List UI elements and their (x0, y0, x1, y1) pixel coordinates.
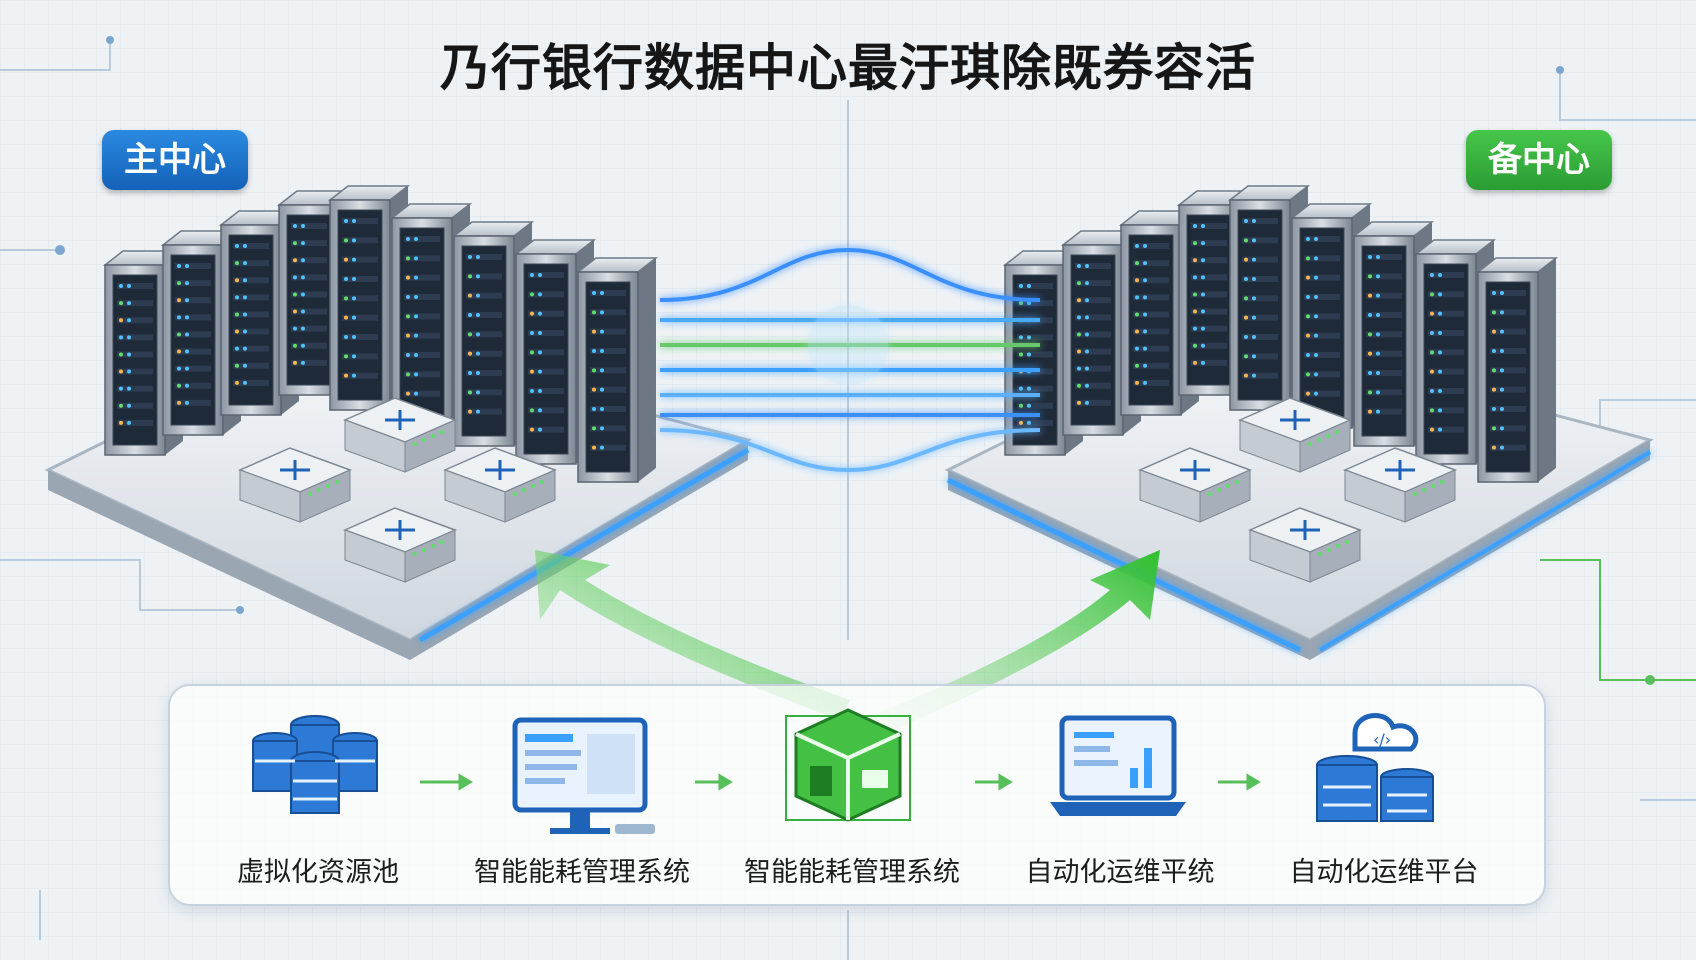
green-cube-icon (785, 708, 911, 822)
network-switch (1247, 507, 1363, 583)
network-switch (1342, 447, 1458, 523)
network-switch (237, 447, 353, 523)
cloud-database-icon: ‹/› (1316, 713, 1434, 822)
network-switch (442, 447, 558, 523)
monitor-dashboard-icon (512, 717, 655, 834)
network-switch (342, 507, 458, 583)
svg-text:‹/›: ‹/› (1373, 730, 1391, 749)
backup-datacenter (944, 185, 1654, 660)
network-switch (1137, 447, 1253, 523)
server-rack (160, 230, 244, 436)
network-switch (1237, 397, 1353, 473)
step-label-virtual-pool: 虚拟化资源池 (237, 857, 399, 888)
step-arrows (420, 773, 1261, 791)
laptop-chart-icon (1050, 715, 1186, 816)
network-switch (342, 397, 458, 473)
backup-site-badge: 备中心 (1466, 130, 1612, 190)
step-label-energy-system-1: 智能能耗管理系统 (474, 857, 690, 888)
server-rack (575, 257, 659, 483)
step-label-energy-system-2: 智能能耗管理系统 (744, 857, 960, 888)
server-rack (218, 210, 302, 416)
server-rack (1413, 239, 1497, 465)
primary-site-badge: 主中心 (102, 130, 248, 190)
server-rack (1475, 257, 1559, 483)
server-rack (451, 221, 535, 447)
step-label-ops-platform-1: 自动化运维平统 (1025, 857, 1215, 888)
diagram-title: 乃行银行数据中心最汙琪除既券容活 (440, 39, 1256, 97)
database-cluster-icon (252, 715, 378, 814)
primary-datacenter (44, 185, 752, 660)
step-label-ops-platform-2: 自动化运维平台 (1289, 857, 1479, 888)
